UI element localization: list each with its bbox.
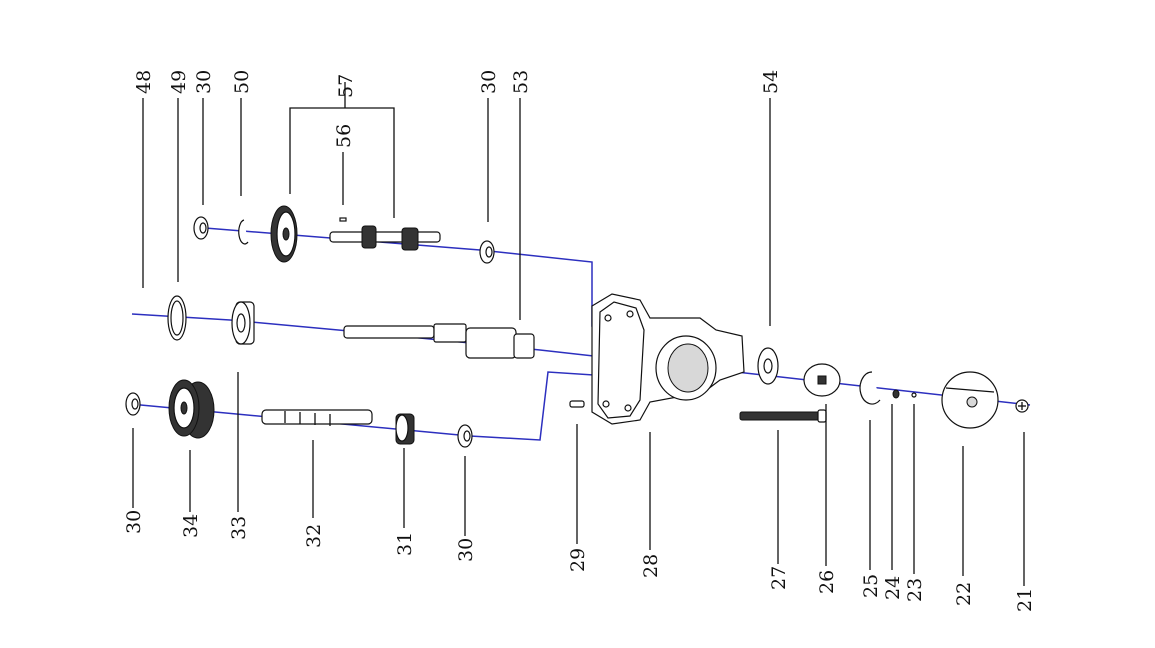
washer-54 xyxy=(757,347,779,385)
axis-bottom xyxy=(129,371,641,441)
label-34: 34 xyxy=(180,514,202,538)
label-30-top-b: 30 xyxy=(478,70,500,94)
label-56: 56 xyxy=(333,124,355,148)
disc-26 xyxy=(803,363,841,397)
label-30-bottom-b: 30 xyxy=(455,538,477,562)
key-56 xyxy=(339,217,347,222)
label-32: 32 xyxy=(303,524,325,548)
bearing-33 xyxy=(231,301,255,345)
bearing-30-bottom-left xyxy=(125,392,141,416)
dowel-pin-29 xyxy=(569,400,585,408)
label-24: 24 xyxy=(882,576,904,600)
housing-28 xyxy=(591,293,745,425)
axis-top xyxy=(204,227,641,331)
leader-lines xyxy=(132,82,1025,586)
label-22: 22 xyxy=(953,582,975,606)
label-54: 54 xyxy=(760,70,782,94)
bolt-27 xyxy=(739,409,827,423)
snap-ring-50 xyxy=(238,219,249,245)
label-21: 21 xyxy=(1014,588,1036,612)
circlip-25 xyxy=(859,371,881,405)
label-57: 57 xyxy=(335,74,357,98)
gear-34 xyxy=(168,379,215,439)
gear-57 xyxy=(270,205,298,263)
bearing-30-top-left xyxy=(193,216,209,240)
label-25: 25 xyxy=(860,574,882,598)
label-28: 28 xyxy=(640,554,662,578)
nut-24 xyxy=(892,389,900,399)
label-33: 33 xyxy=(228,516,250,540)
label-53: 53 xyxy=(510,70,532,94)
bearing-30-bottom-right xyxy=(457,424,473,448)
shaft-32 xyxy=(261,409,373,426)
label-49: 49 xyxy=(168,70,190,94)
gear-31 xyxy=(395,413,415,445)
bearing-30-top-right xyxy=(479,240,495,264)
label-50: 50 xyxy=(231,70,253,94)
knob-22 xyxy=(941,371,999,429)
circlip-49 xyxy=(167,295,187,341)
screw-21 xyxy=(1015,399,1029,413)
label-31: 31 xyxy=(394,532,416,556)
label-30-top-a: 30 xyxy=(193,70,215,94)
label-26: 26 xyxy=(816,570,838,594)
label-48: 48 xyxy=(133,70,155,94)
shaft-53 xyxy=(343,323,535,359)
label-23: 23 xyxy=(904,578,926,602)
label-29: 29 xyxy=(567,548,589,572)
label-30-bottom-a: 30 xyxy=(123,510,145,534)
part-labels: 48 49 30 50 57 56 30 53 54 30 34 33 32 3… xyxy=(123,70,1036,612)
ball-23 xyxy=(911,392,917,398)
shaft-57 xyxy=(329,225,441,251)
assembly-axis-lines xyxy=(129,227,1031,441)
label-27: 27 xyxy=(768,566,790,590)
